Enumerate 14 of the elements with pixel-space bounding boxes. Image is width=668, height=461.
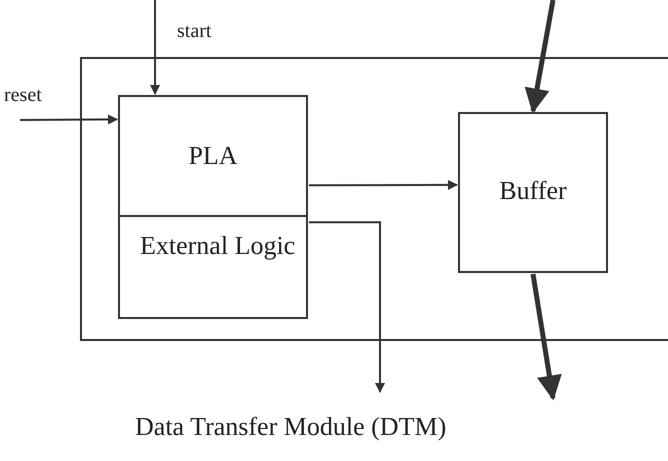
module-frame <box>80 57 668 341</box>
logic-box <box>118 215 308 319</box>
module-caption: Data Transfer Module (DTM) <box>135 411 446 443</box>
arrow <box>530 274 562 400</box>
buffer-box <box>458 112 608 273</box>
box-label: PLA <box>187 140 239 172</box>
box-label: External Logic <box>140 230 296 262</box>
arrow <box>150 0 160 95</box>
box-label: Buffer <box>498 175 568 207</box>
arrow <box>309 221 385 393</box>
arrow <box>309 180 458 190</box>
pla-box <box>118 95 308 217</box>
arrow <box>524 0 556 114</box>
arrow <box>20 114 118 124</box>
